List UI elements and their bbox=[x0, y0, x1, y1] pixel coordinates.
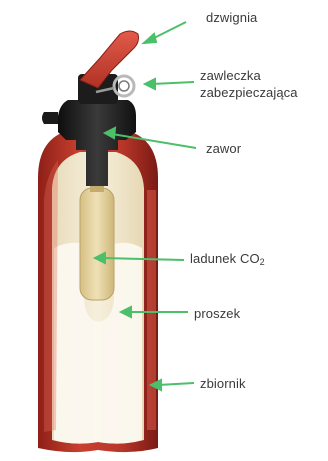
label-co2-charge-main: ladunek CO bbox=[190, 251, 260, 266]
shell-highlight bbox=[44, 160, 58, 432]
label-valve: zawor bbox=[206, 140, 241, 157]
co2-cartridge bbox=[80, 188, 114, 300]
safety-pin-ring-inner bbox=[119, 81, 129, 91]
label-safety-pin-line2: zabezpieczająca bbox=[200, 84, 298, 101]
label-safety-pin-line1: zawleczka bbox=[200, 67, 298, 84]
label-lever: dzwignia bbox=[206, 9, 257, 26]
label-co2-charge-subscript: 2 bbox=[260, 257, 265, 267]
label-co2-charge: ladunek CO2 bbox=[190, 250, 265, 267]
label-tank: zbiornik bbox=[200, 375, 246, 392]
valve-side-knob bbox=[42, 112, 58, 124]
label-powder: proszek bbox=[194, 305, 240, 322]
label-safety-pin: zawleczka zabezpieczająca bbox=[200, 67, 298, 101]
tank-label-stripe bbox=[147, 190, 156, 430]
